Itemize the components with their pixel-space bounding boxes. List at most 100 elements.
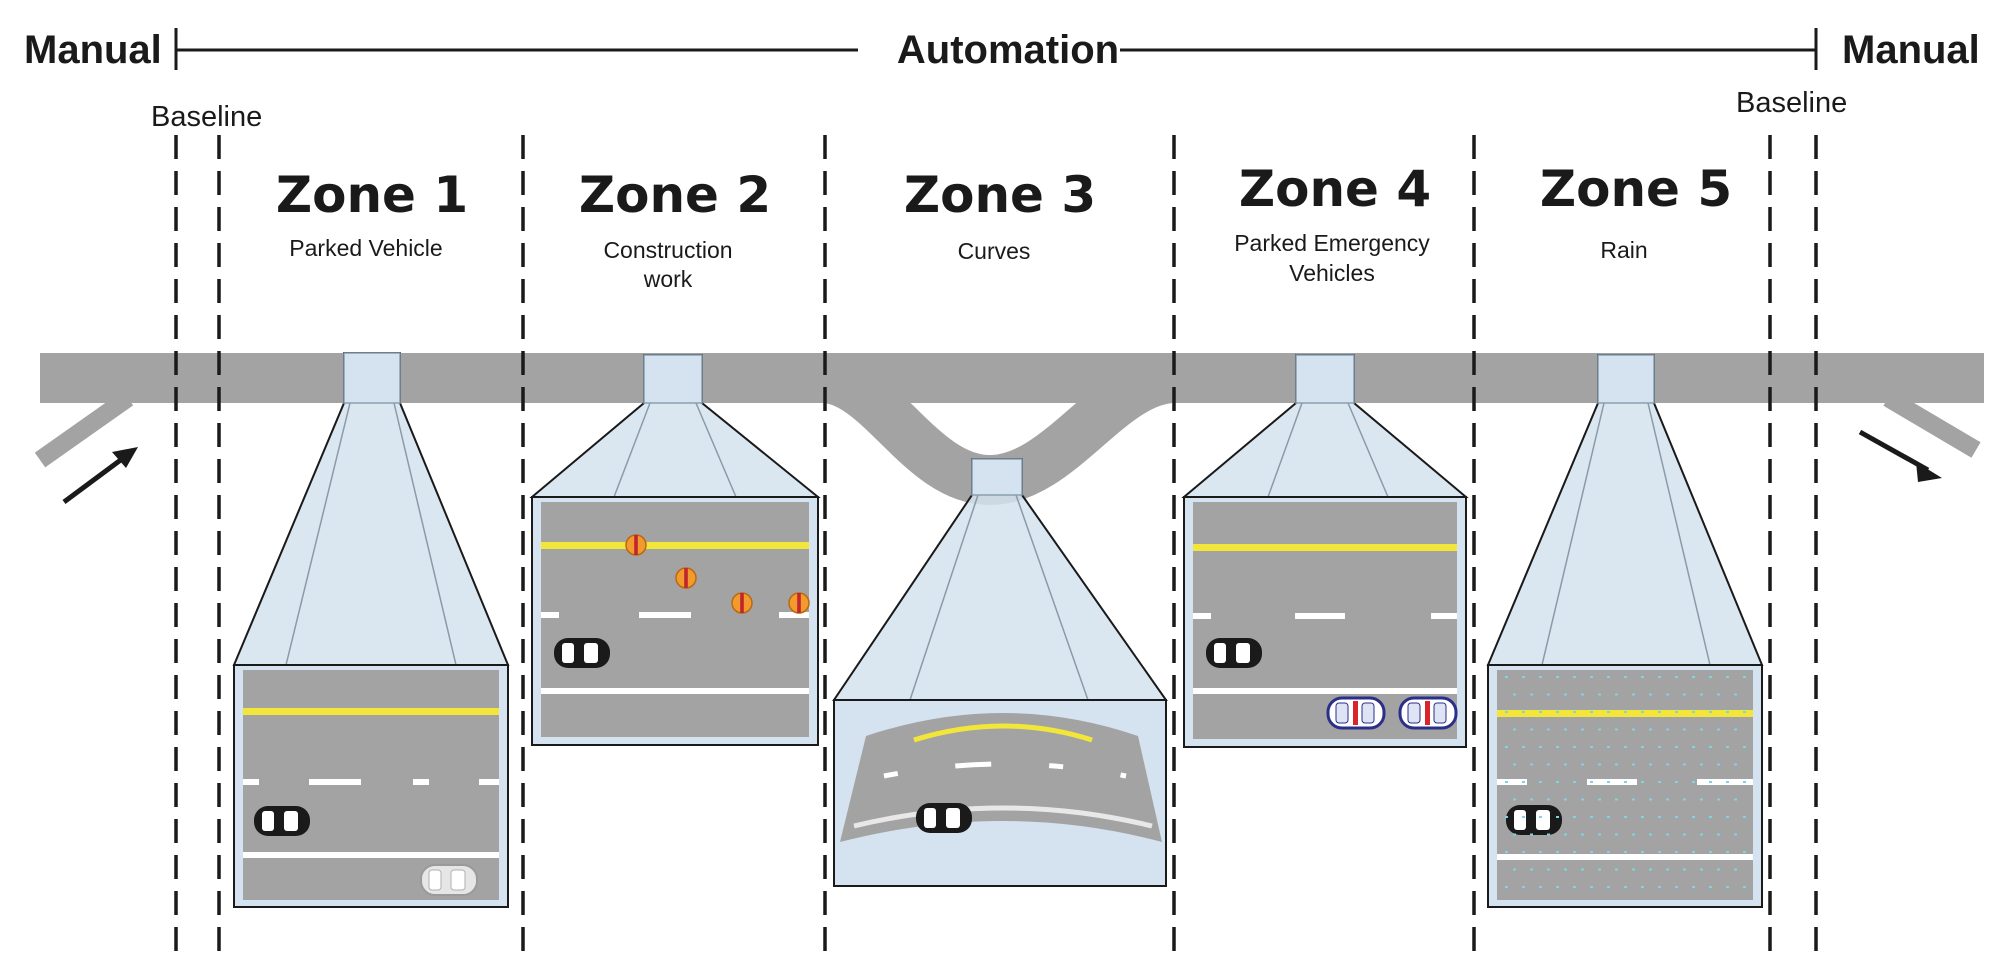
rain-drop bbox=[1743, 676, 1746, 678]
rain-drop bbox=[1607, 711, 1610, 713]
rain-drop bbox=[1564, 868, 1567, 871]
rain-drop bbox=[1641, 676, 1644, 678]
traffic-cone-icon bbox=[675, 567, 697, 589]
car-icon bbox=[254, 806, 310, 836]
rain-drop bbox=[1615, 868, 1618, 871]
rain-drop bbox=[1726, 886, 1729, 888]
rain-drop bbox=[1522, 781, 1525, 783]
rain-drop bbox=[1513, 798, 1516, 801]
rain-drop bbox=[1649, 728, 1652, 731]
rain-drop bbox=[1530, 693, 1533, 696]
rain-drop bbox=[1513, 693, 1516, 696]
rain-drop bbox=[1573, 676, 1576, 678]
rain-drop bbox=[1666, 728, 1669, 731]
rain-drop bbox=[1581, 693, 1584, 696]
rain-drop bbox=[1641, 711, 1644, 713]
zone-description: work bbox=[643, 266, 693, 292]
rain-drop bbox=[1556, 711, 1559, 713]
arrow-out-icon bbox=[1858, 429, 1942, 482]
rain-drop bbox=[1556, 851, 1559, 853]
rain-drop bbox=[1641, 851, 1644, 853]
rain-drop bbox=[1581, 798, 1584, 801]
rain-drop bbox=[1666, 763, 1669, 766]
rain-drop bbox=[1598, 728, 1601, 731]
rain-drop bbox=[1658, 711, 1661, 713]
rain-drop bbox=[1726, 816, 1729, 818]
rain-drop bbox=[1726, 781, 1729, 783]
rain-drop bbox=[1598, 693, 1601, 696]
zone-description: Parked Vehicle bbox=[289, 235, 442, 261]
rain-drop bbox=[1675, 886, 1678, 888]
automation-label: Automation bbox=[897, 28, 1119, 72]
rain-drop bbox=[1717, 868, 1720, 871]
rain-drop bbox=[1649, 868, 1652, 871]
rain-drop bbox=[1658, 676, 1661, 678]
rain-drop bbox=[1692, 746, 1695, 748]
rain-drop bbox=[1666, 868, 1669, 871]
zone-4-view bbox=[1181, 354, 1469, 748]
rain-drop bbox=[1581, 728, 1584, 731]
rain-drop bbox=[1624, 781, 1627, 783]
rain-drop bbox=[1700, 798, 1703, 801]
rain-drop bbox=[1683, 763, 1686, 766]
zone-1-view bbox=[232, 352, 510, 908]
rain-drop bbox=[1692, 711, 1695, 713]
zone-title: Zone 3 bbox=[904, 166, 1096, 224]
manual-label-right: Manual bbox=[1842, 28, 1980, 72]
rain-drop bbox=[1530, 868, 1533, 871]
rain-drop bbox=[1556, 676, 1559, 678]
rain-drop bbox=[1675, 711, 1678, 713]
rain-drop bbox=[1683, 833, 1686, 836]
rain-drop bbox=[1683, 693, 1686, 696]
rain-drop bbox=[1717, 693, 1720, 696]
arrow-in-icon bbox=[62, 447, 138, 505]
rain-drop bbox=[1590, 816, 1593, 818]
header: Manual Automation Manual bbox=[24, 28, 1980, 72]
traffic-cone-icon bbox=[625, 534, 647, 556]
rain-overlay bbox=[1505, 676, 1746, 888]
rain-drop bbox=[1666, 693, 1669, 696]
rain-drop bbox=[1632, 728, 1635, 731]
zone-dividers bbox=[174, 135, 1818, 960]
traffic-cone-icon bbox=[731, 592, 753, 614]
rain-drop bbox=[1675, 676, 1678, 678]
rain-drop bbox=[1513, 833, 1516, 836]
rain-drop bbox=[1624, 711, 1627, 713]
rain-drop bbox=[1658, 851, 1661, 853]
car-icon bbox=[1506, 805, 1562, 835]
rain-drop bbox=[1581, 763, 1584, 766]
manual-label-left: Manual bbox=[24, 28, 162, 72]
rain-drop bbox=[1573, 816, 1576, 818]
zone-3-label: Zone 3 Curves bbox=[904, 166, 1096, 264]
rain-drop bbox=[1641, 746, 1644, 748]
rain-drop bbox=[1607, 851, 1610, 853]
rain-drop bbox=[1734, 763, 1737, 766]
rain-drop bbox=[1615, 798, 1618, 801]
rain-drop bbox=[1556, 781, 1559, 783]
rain-drop bbox=[1632, 763, 1635, 766]
zone-description: Construction bbox=[603, 237, 732, 263]
rain-drop bbox=[1632, 833, 1635, 836]
rain-drop bbox=[1607, 676, 1610, 678]
rain-drop bbox=[1530, 728, 1533, 731]
rain-drop bbox=[1734, 833, 1737, 836]
rain-drop bbox=[1743, 851, 1746, 853]
car-icon bbox=[916, 803, 972, 833]
rain-drop bbox=[1649, 833, 1652, 836]
rain-drop bbox=[1539, 746, 1542, 748]
rain-drop bbox=[1666, 833, 1669, 836]
rain-drop bbox=[1649, 798, 1652, 801]
rain-drop bbox=[1564, 763, 1567, 766]
rain-drop bbox=[1505, 816, 1508, 818]
rain-drop bbox=[1624, 851, 1627, 853]
rain-drop bbox=[1743, 781, 1746, 783]
rain-drop bbox=[1539, 711, 1542, 713]
zone-5-label: Zone 5 Rain bbox=[1540, 160, 1732, 263]
rain-drop bbox=[1700, 693, 1703, 696]
baseline-label-left: Baseline bbox=[151, 101, 262, 133]
rain-drop bbox=[1607, 886, 1610, 888]
rain-drop bbox=[1522, 676, 1525, 678]
zone-2-view bbox=[529, 354, 821, 746]
rain-drop bbox=[1683, 798, 1686, 801]
rain-drop bbox=[1717, 833, 1720, 836]
